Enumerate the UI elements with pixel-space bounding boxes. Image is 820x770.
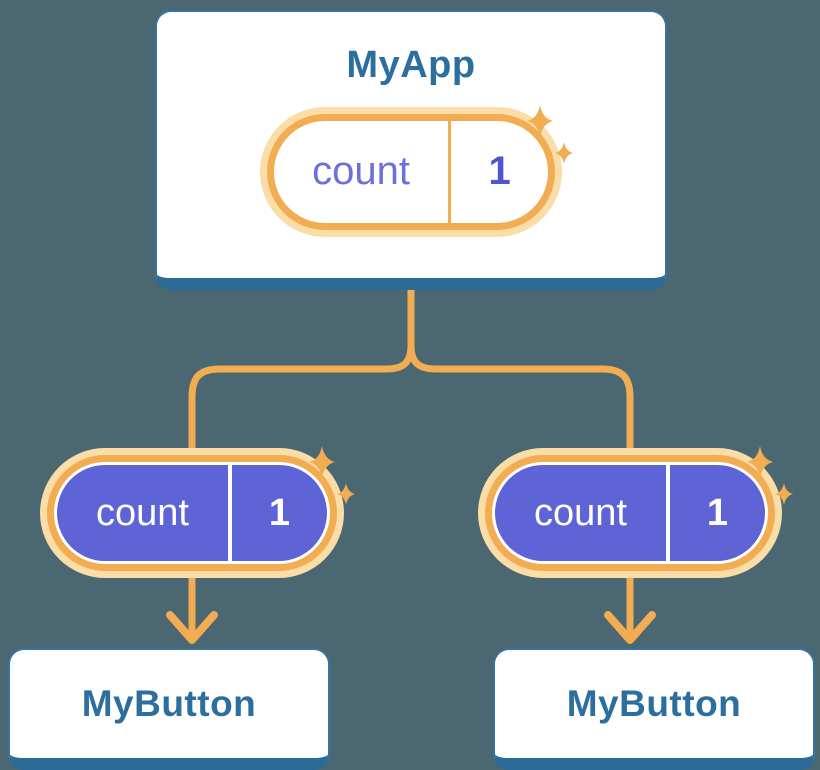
prop-name-label: count <box>495 465 666 561</box>
prop-pill-body: count 1 <box>495 465 765 561</box>
component-card-myapp: MyApp count 1 <box>155 10 667 290</box>
component-title: MyApp <box>346 44 476 86</box>
prop-value-label: 1 <box>232 465 327 561</box>
prop-pill: count 1 <box>47 446 355 571</box>
prop-name-label: count <box>57 465 228 561</box>
prop-pill: count 1 <box>485 446 793 571</box>
pill-divider <box>448 120 452 223</box>
prop-pill-body: count 1 <box>57 465 327 561</box>
state-pill: count 1 <box>267 104 573 230</box>
state-value-label: 1 <box>488 149 511 194</box>
component-card-mybutton: MyButton <box>493 648 815 770</box>
arrow-down-icon <box>604 570 656 644</box>
arrow-down-icon <box>166 570 218 644</box>
fork-connector <box>188 285 634 456</box>
component-title: MyButton <box>81 682 257 724</box>
state-name-label: count <box>312 149 411 194</box>
prop-value-label: 1 <box>670 465 765 561</box>
component-title: MyButton <box>566 682 742 724</box>
component-card-mybutton: MyButton <box>8 648 330 770</box>
